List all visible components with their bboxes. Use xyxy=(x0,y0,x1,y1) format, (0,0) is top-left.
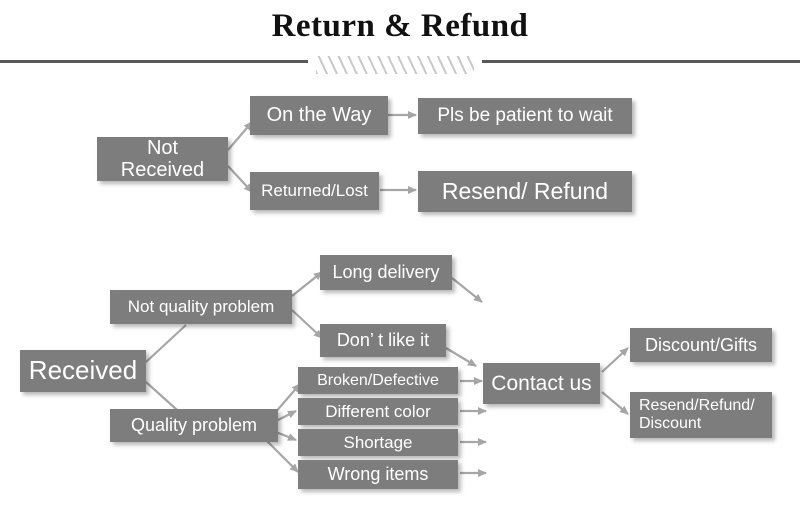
node-broken-defective[interactable]: Broken/Defective xyxy=(298,367,458,394)
title-divider xyxy=(0,56,800,76)
node-discount-gifts[interactable]: Discount/Gifts xyxy=(630,328,772,362)
node-not-received[interactable]: Not Received xyxy=(97,137,228,181)
divider-rule-left xyxy=(0,60,308,63)
node-dont-like-it[interactable]: Don’ t like it xyxy=(320,324,446,357)
node-resend-refund-discount[interactable]: Resend/Refund/ Discount xyxy=(630,392,772,438)
node-different-color[interactable]: Different color xyxy=(298,398,458,425)
node-wrong-items[interactable]: Wrong items xyxy=(298,460,458,489)
node-received[interactable]: Received xyxy=(20,350,146,392)
page-title: Return & Refund xyxy=(271,8,529,44)
node-contact-us[interactable]: Contact us xyxy=(483,363,600,404)
node-on-the-way[interactable]: On the Way xyxy=(250,96,388,135)
node-resend-refund[interactable]: Resend/ Refund xyxy=(418,171,632,212)
node-long-delivery[interactable]: Long delivery xyxy=(320,255,452,290)
node-pls-be-patient-to-wait[interactable]: Pls be patient to wait xyxy=(418,98,632,134)
diagonal-hatch-ornament-icon xyxy=(316,56,474,74)
node-not-quality-problem[interactable]: Not quality problem xyxy=(110,290,292,324)
node-shortage[interactable]: Shortage xyxy=(298,429,458,456)
divider-rule-right xyxy=(482,60,800,63)
node-returned-lost[interactable]: Returned/Lost xyxy=(250,172,379,210)
node-quality-problem[interactable]: Quality problem xyxy=(110,409,278,442)
